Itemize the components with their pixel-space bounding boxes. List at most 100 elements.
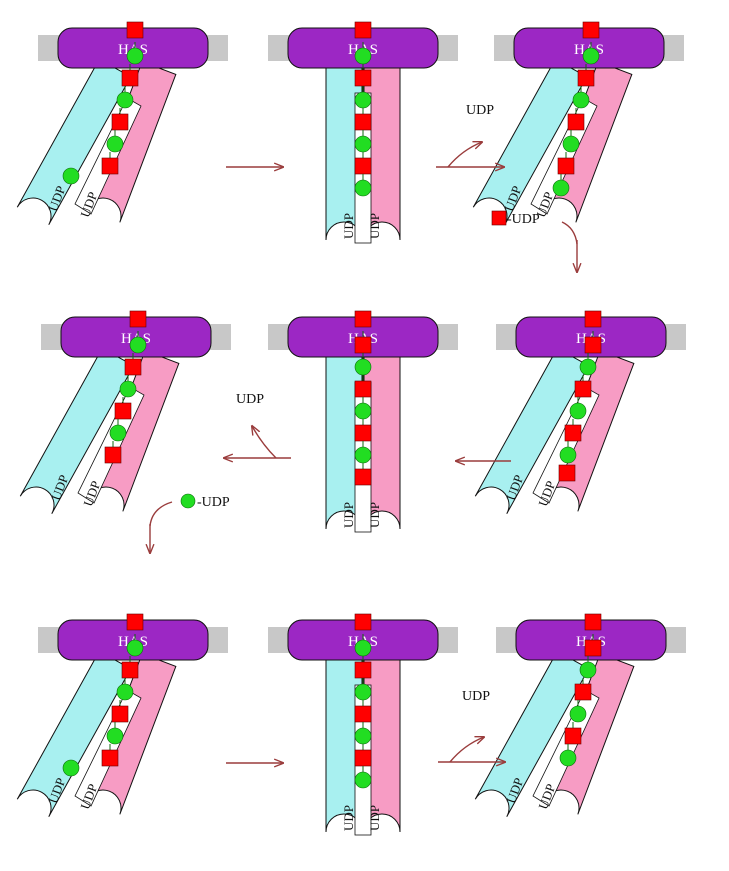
circle-sugar	[559, 446, 577, 464]
square-sugar	[126, 21, 144, 39]
panel-state-8: HASUDPUDP	[268, 613, 458, 836]
circle-sugar	[109, 424, 127, 442]
square-sugar	[354, 705, 372, 723]
square-sugar	[126, 613, 144, 631]
circle-sugar	[559, 749, 577, 767]
udp-release-label: UDP	[462, 689, 490, 704]
circle-sugar	[354, 402, 372, 420]
donor-arrow	[561, 221, 578, 245]
square-sugar	[111, 113, 129, 131]
square-sugar	[101, 157, 119, 175]
circle-sugar	[354, 771, 372, 789]
circle-sugar	[62, 759, 80, 777]
square-sugar	[354, 157, 372, 175]
square-sugar	[354, 424, 372, 442]
square-sugar	[574, 683, 592, 701]
circle-sugar	[116, 91, 134, 109]
left-domain	[16, 650, 132, 817]
square-sugar	[564, 424, 582, 442]
udp-tag-label: UDP	[367, 805, 382, 831]
square-sugar	[584, 336, 602, 354]
square-sugar	[584, 639, 602, 657]
square-sugar	[101, 749, 119, 767]
circle-sugar	[126, 639, 144, 657]
panel-state-6: HASUDPUDP	[474, 310, 686, 514]
square-sugar	[104, 446, 122, 464]
circle-sugar	[354, 47, 372, 65]
udp-tag-label: UDP	[367, 502, 382, 528]
square-sugar	[354, 613, 372, 631]
udp-release-arrow	[252, 426, 277, 459]
square-sugar	[121, 661, 139, 679]
donor-square-label: -UDP	[507, 212, 540, 227]
donor-circle-sugar	[180, 493, 196, 509]
panel-state-3: HASUDPUDP	[472, 21, 684, 225]
square-sugar	[354, 661, 372, 679]
udp-release-label: UDP	[466, 103, 494, 118]
square-sugar	[584, 310, 602, 328]
square-sugar	[574, 380, 592, 398]
circle-sugar	[579, 358, 597, 376]
square-sugar	[111, 705, 129, 723]
donor-square-sugar	[491, 210, 507, 226]
panel-state-5: HASUDPUDP	[268, 310, 458, 533]
circle-sugar	[106, 135, 124, 153]
circle-sugar	[354, 91, 372, 109]
donor-arrow	[149, 501, 173, 527]
udp-tag-label: UDP	[341, 502, 356, 528]
panels-layer: HASUDPUDPHASUDPUDPHASUDPUDPHASUDPUDPHASU…	[16, 21, 686, 836]
arrows-layer: UDP -UDP UDP -UDP UDP	[150, 103, 577, 763]
circle-sugar	[562, 135, 580, 153]
left-domain	[19, 347, 135, 514]
udp-release-arrow	[447, 142, 482, 168]
circle-sugar	[579, 661, 597, 679]
circle-sugar	[354, 179, 372, 197]
square-sugar	[577, 69, 595, 87]
square-sugar	[354, 468, 372, 486]
square-sugar	[354, 69, 372, 87]
square-sugar	[564, 727, 582, 745]
udp-tag-label: UDP	[367, 213, 382, 239]
square-sugar	[354, 21, 372, 39]
circle-sugar	[354, 446, 372, 464]
circle-sugar	[569, 705, 587, 723]
left-domain	[474, 650, 590, 817]
square-sugar	[354, 310, 372, 328]
circle-sugar	[572, 91, 590, 109]
circle-sugar	[119, 380, 137, 398]
square-sugar	[584, 613, 602, 631]
left-domain	[16, 58, 132, 225]
panel-state-2: HASUDPUDP	[268, 21, 458, 244]
circle-sugar	[116, 683, 134, 701]
circle-sugar	[582, 47, 600, 65]
circle-sugar	[106, 727, 124, 745]
square-sugar	[354, 749, 372, 767]
panel-state-7: HASUDPUDP	[16, 613, 228, 817]
square-sugar	[124, 358, 142, 376]
circle-sugar	[354, 358, 372, 376]
panel-state-4: HASUDPUDP	[19, 310, 231, 514]
udp-release-arrow	[449, 737, 484, 763]
square-sugar	[354, 336, 372, 354]
circle-sugar	[62, 167, 80, 185]
square-sugar	[558, 464, 576, 482]
circle-sugar	[569, 402, 587, 420]
square-sugar	[354, 113, 372, 131]
udp-tag-label: UDP	[341, 213, 356, 239]
circle-sugar	[354, 727, 372, 745]
udp-release-label: UDP	[236, 392, 264, 407]
panel-state-1: HASUDPUDP	[16, 21, 228, 225]
square-sugar	[129, 310, 147, 328]
circle-sugar	[354, 135, 372, 153]
square-sugar	[114, 402, 132, 420]
left-domain	[474, 347, 590, 514]
square-sugar	[354, 380, 372, 398]
circle-sugar	[354, 639, 372, 657]
circle-sugar	[552, 179, 570, 197]
square-sugar	[557, 157, 575, 175]
donor-circle-label: -UDP	[197, 495, 230, 510]
circle-sugar	[354, 683, 372, 701]
panel-state-9: HASUDPUDP	[474, 613, 686, 817]
